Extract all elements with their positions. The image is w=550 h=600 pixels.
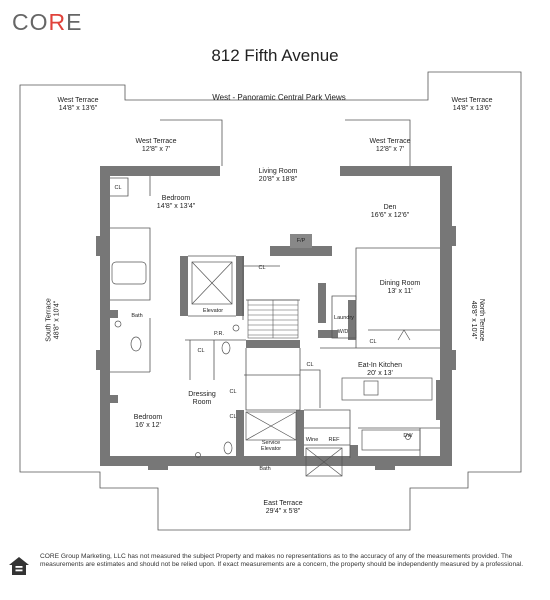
closet-label: CL	[114, 185, 122, 191]
closet-label: CL	[306, 362, 314, 368]
closet-label: CL	[229, 414, 237, 420]
washer-dryer-label: W/D	[337, 329, 349, 335]
equal-housing-icon	[9, 557, 29, 575]
core-logo: CORE	[12, 9, 83, 35]
laundry-label: Laundry	[334, 315, 354, 321]
closet-label: CL	[229, 389, 237, 395]
bath-label: Bath	[259, 466, 271, 472]
powder-room-label: P.R.	[214, 331, 224, 337]
terrace-outline	[19, 71, 522, 531]
refrigerator-label: REF	[328, 437, 340, 443]
page-title: 812 Fifth Avenue	[211, 46, 339, 65]
fireplace-label: F/P	[296, 238, 306, 244]
elevator-label: Elevator	[202, 308, 224, 314]
west-views-label: West - Panoramic Central Park Views	[212, 93, 346, 102]
closet-label: CL	[197, 348, 205, 354]
disclaimer-text: CORE Group Marketing, LLC has not measur…	[40, 553, 524, 569]
wine-label: Wine	[305, 437, 319, 443]
closet-label: CL	[258, 265, 266, 271]
bath-label: Bath	[131, 313, 143, 319]
closet-label: CL	[369, 339, 377, 345]
dishwasher-label: DW	[403, 433, 413, 439]
